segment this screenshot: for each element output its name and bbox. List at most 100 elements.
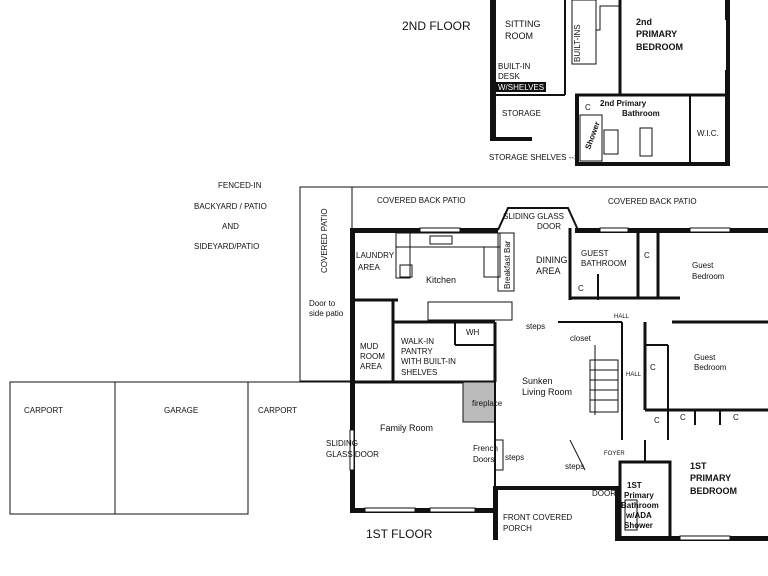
front-porch-label: PORCH — [503, 524, 532, 533]
primary-bath-2-label: Bathroom — [622, 109, 660, 118]
desk-label: DESK — [498, 72, 520, 81]
closet-label: C — [680, 413, 686, 422]
side-patio-door-label: Door to — [309, 299, 336, 308]
window — [349, 429, 355, 471]
carport-garage-outline — [9, 381, 249, 515]
stairs — [589, 359, 619, 413]
primary-bedroom-label: BEDROOM — [690, 486, 737, 496]
closet-label: C — [578, 284, 584, 293]
stove — [399, 264, 413, 278]
carport-label: CARPORT — [258, 406, 297, 415]
pantry-label: SHELVES — [401, 368, 437, 377]
guest-bedroom-label: Bedroom — [694, 363, 727, 372]
bay-window — [497, 207, 579, 231]
primary-bath-2-label: 2nd Primary — [600, 99, 647, 108]
pantry-label: WITH BUILT-IN — [401, 357, 456, 366]
wall — [350, 228, 355, 512]
wall — [493, 490, 498, 540]
storage-shelves-label: STORAGE SHELVES --> — [489, 153, 579, 162]
hall-label: HALL — [626, 372, 642, 378]
wall — [490, 137, 532, 141]
closet-label: C — [733, 413, 739, 422]
side-patio-door-label: side patio — [309, 309, 344, 318]
living-room-label: Sunken — [522, 376, 553, 386]
breakfast-bar-label: Breakfast Bar — [503, 240, 512, 289]
primary-bedroom-2-label: PRIMARY — [636, 29, 677, 39]
tub — [639, 127, 653, 157]
yard-label: FENCED-IN — [218, 181, 262, 190]
primary-bedroom-label: 1ST — [690, 461, 707, 471]
hall-label: HALL — [614, 314, 630, 320]
wall — [575, 228, 768, 233]
primary-bedroom-label: PRIMARY — [690, 473, 731, 483]
window — [364, 507, 416, 513]
shower-stall — [624, 499, 638, 531]
window — [689, 227, 731, 233]
kitchen-label: Kitchen — [426, 275, 456, 285]
guest-bath-label: BATHROOM — [581, 259, 627, 268]
kitchen-island — [427, 301, 513, 321]
guest-bedroom-label: Guest — [692, 261, 714, 270]
window — [419, 227, 461, 233]
wall — [615, 486, 620, 540]
foyer-label: FOYER — [604, 451, 625, 457]
breakfast-bar — [497, 232, 515, 292]
primary-bath-walls — [618, 460, 672, 540]
covered-patio-side-label: COVERED PATIO — [320, 208, 329, 273]
guest-bedroom-label: Guest — [694, 353, 716, 362]
kitchen-counter — [395, 232, 501, 248]
sliding-glass-door-label: DOOR — [537, 222, 561, 231]
primary-bedroom-2-label: BEDROOM — [636, 42, 683, 52]
french-doors-label: French — [473, 444, 498, 453]
sliding-door-label: GLASS DOOR — [326, 450, 379, 459]
primary-bath-label: 1ST — [627, 481, 642, 490]
first-floor-title: 1ST FLOOR — [366, 527, 433, 541]
french-doors-label: Doors — [473, 455, 494, 464]
sitting-room-label: SITTING — [505, 19, 541, 29]
wic-label: W.I.C. — [697, 129, 719, 138]
built-ins-cabinet — [571, 0, 597, 65]
closet-label: C — [585, 103, 591, 112]
wall — [575, 162, 730, 166]
desk-label: BUILT-IN — [498, 62, 531, 71]
wall — [350, 508, 495, 513]
carport-label: CARPORT — [24, 406, 63, 415]
pantry-label: WALK-IN — [401, 337, 434, 346]
window — [679, 535, 731, 541]
first-floor: COVERED PATIO COVERED BACK PATIO COVERED… — [9, 186, 768, 541]
kitchen-sink — [429, 235, 453, 245]
kitchen-counter-side — [395, 232, 411, 279]
yard-labels: FENCED-IN BACKYARD / PATIO AND SIDEYARD/… — [194, 181, 267, 251]
family-room-label: Family Room — [380, 423, 433, 433]
closet-label: C — [644, 251, 650, 260]
wall — [575, 95, 579, 165]
french-door-panel — [494, 439, 504, 471]
dining-label: AREA — [536, 266, 561, 276]
second-floor: SITTING ROOM BUILT-INS 2nd PRIMARY BEDRO… — [402, 0, 730, 166]
yard-label: BACKYARD / PATIO — [194, 202, 267, 211]
covered-back-patio-label: COVERED BACK PATIO — [377, 196, 466, 205]
front-porch-label: FRONT COVERED — [503, 513, 572, 522]
garage-label: GARAGE — [164, 406, 198, 415]
steps-label: steps — [505, 453, 524, 462]
yard-label: SIDEYARD/PATIO — [194, 242, 259, 251]
closet-label: C — [650, 363, 656, 372]
sitting-room-label: ROOM — [505, 31, 533, 41]
breakfast-bar-counter — [483, 246, 501, 278]
mud-room-label: MUD — [360, 342, 378, 351]
mud-room-label: ROOM — [360, 352, 385, 361]
living-room-label: Living Room — [522, 387, 572, 397]
sliding-door-label: SLIDING — [326, 439, 358, 448]
stair-edge — [569, 439, 586, 471]
shower-label: Shower — [583, 120, 601, 150]
wall — [493, 486, 617, 490]
second-floor-title: 2ND FLOOR — [402, 19, 471, 33]
primary-bedroom-2-label: 2nd — [636, 17, 652, 27]
steps-label: steps — [526, 322, 545, 331]
primary-bath-label: Primary — [624, 491, 654, 500]
window — [429, 507, 476, 513]
dining-label: DINING — [536, 255, 568, 265]
fireplace-hearth — [462, 381, 496, 423]
wall — [490, 0, 496, 138]
